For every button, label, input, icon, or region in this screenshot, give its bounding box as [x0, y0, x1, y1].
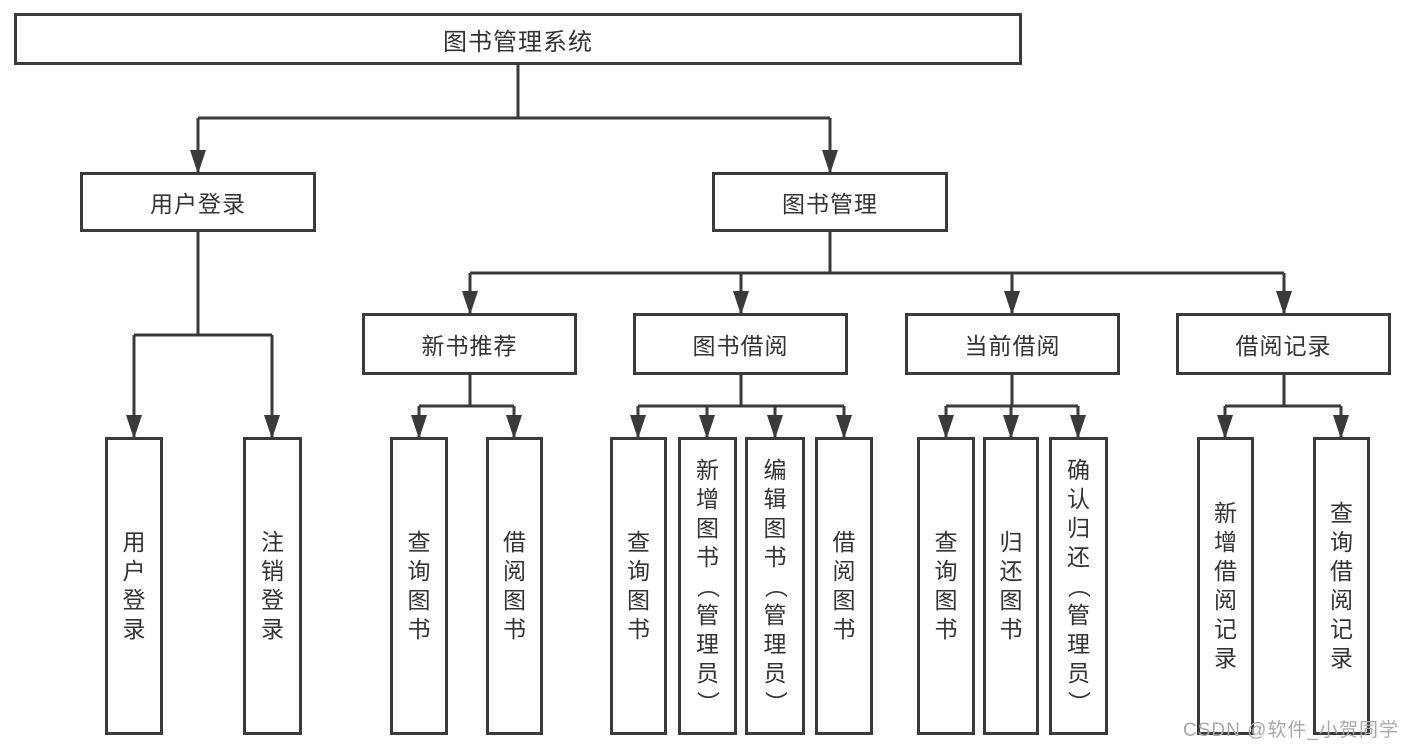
leaf-query-books-borrowing: 查询图书: [610, 437, 667, 735]
node-label: 图书管理系统: [443, 28, 593, 56]
node-label: 借阅图书: [503, 529, 526, 642]
node-library-management-system: 图书管理系统: [14, 13, 1022, 65]
node-label: 图书借阅: [692, 333, 789, 359]
node-label: 查询图书: [934, 529, 958, 642]
node-label: 归还图书: [999, 529, 1023, 642]
leaf-query-borrow-record: 查询借阅记录: [1313, 437, 1370, 735]
node-label: 注销登录: [261, 529, 284, 642]
leaf-add-borrow-record: 新增借阅记录: [1197, 437, 1254, 735]
leaf-borrow-books: 借阅图书: [815, 437, 873, 735]
node-current-borrowing: 当前借阅: [905, 313, 1120, 375]
leaf-query-books-recommend: 查询图书: [390, 437, 448, 735]
leaf-confirm-return-admin: 确认归还（管理员）: [1049, 437, 1108, 735]
watermark: CSDN @软件_小贺同学: [1183, 720, 1399, 741]
node-label: 用户登录: [150, 191, 246, 217]
leaf-query-books-current: 查询图书: [917, 437, 975, 735]
leaf-logout: 注销登录: [243, 437, 302, 735]
leaf-borrow-books-recommend: 借阅图书: [486, 437, 543, 735]
node-user-login: 用户登录: [80, 172, 316, 232]
node-label: 用户登录: [122, 529, 146, 642]
node-label: 编辑图书（管理员）: [762, 456, 789, 714]
node-label: 新书推荐: [421, 333, 518, 359]
leaf-return-book: 归还图书: [983, 437, 1039, 735]
node-label: 查询图书: [627, 529, 650, 642]
leaf-edit-book-admin: 编辑图书（管理员）: [745, 437, 805, 735]
node-book-management: 图书管理: [712, 172, 948, 232]
leaf-add-book-admin: 新增图书（管理员）: [678, 437, 737, 735]
node-label: 新增借阅记录: [1214, 500, 1237, 671]
node-label: 查询图书: [407, 529, 431, 642]
node-label: 新增图书（管理员）: [695, 456, 721, 714]
node-label: 借阅记录: [1235, 333, 1332, 359]
node-book-borrowing: 图书借阅: [633, 313, 848, 375]
node-label: 查询借阅记录: [1330, 500, 1353, 671]
node-label: 借阅图书: [832, 529, 856, 642]
node-borrowing-records: 借阅记录: [1176, 313, 1391, 375]
node-label: 当前借阅: [964, 333, 1061, 359]
node-label: 确认归还（管理员）: [1066, 456, 1092, 714]
leaf-user-login: 用户登录: [105, 437, 163, 735]
node-label: 图书管理: [782, 191, 878, 217]
node-new-book-recommend: 新书推荐: [362, 313, 577, 375]
